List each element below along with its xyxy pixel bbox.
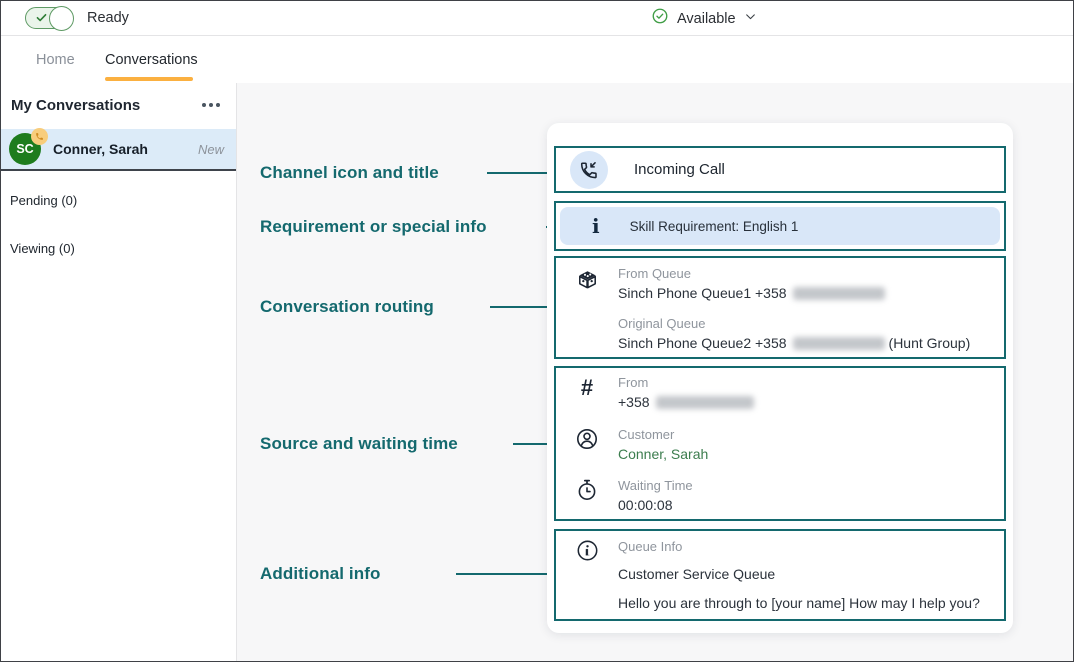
ready-toggle[interactable] <box>25 6 74 31</box>
sidebar-header: My Conversations <box>1 83 236 127</box>
skill-requirement-text: Skill Requirement: English 1 <box>629 218 799 234</box>
annotation-line <box>513 443 554 445</box>
sidebar-title: My Conversations <box>11 96 141 114</box>
original-queue-label: Original Queue <box>618 315 706 331</box>
from-queue-label: From Queue <box>618 266 691 281</box>
from-queue-value: Sinch Phone Queue1 +358 <box>618 285 1004 302</box>
conversation-list-item[interactable]: SC Conner, Sarah New <box>1 128 236 171</box>
tab-home[interactable]: Home <box>36 51 75 68</box>
source-box: # From +358 <box>554 366 1006 521</box>
requirement-highlight: i Skill Requirement: English 1 <box>560 207 1000 245</box>
chevron-down-icon <box>744 10 757 28</box>
customer-name-link[interactable]: Conner, Sarah <box>618 445 709 462</box>
ready-label: Ready <box>87 10 129 26</box>
incoming-call-icon <box>570 150 608 189</box>
avatar: SC <box>9 128 48 165</box>
stopwatch-icon <box>556 478 618 513</box>
tab-conversations[interactable]: Conversations <box>105 51 198 68</box>
additional-info-box: Queue Info Customer Service Queue Hello … <box>554 529 1006 621</box>
ellipsis-menu-icon[interactable] <box>198 99 224 111</box>
waiting-time-value: 00:00:08 <box>618 496 673 513</box>
top-bar: Ready Available <box>1 1 1073 36</box>
info-circle-icon <box>556 531 618 619</box>
annotation-line <box>487 172 554 174</box>
annotation-source-waiting-time: Source and waiting time <box>260 434 458 453</box>
redacted-number <box>792 286 885 300</box>
conversations-sidebar: My Conversations SC Conner, Sarah New Pe… <box>1 83 237 661</box>
hash-icon: # <box>580 375 594 400</box>
tab-bar: Home Conversations <box>1 36 1073 83</box>
content-area: My Conversations SC Conner, Sarah New Pe… <box>1 83 1073 661</box>
annotation-channel-icon-and-title: Channel icon and title <box>260 163 439 182</box>
sidebar-item-pending[interactable]: Pending (0) <box>10 193 78 208</box>
toggle-knob[interactable] <box>49 6 74 31</box>
queue-cube-icon <box>556 258 618 357</box>
main-panel: Channel icon and title Requirement or sp… <box>237 83 1073 661</box>
annotation-additional-info: Additional info <box>260 564 381 583</box>
queue-name: Customer Service Queue <box>618 566 776 582</box>
from-label: From <box>618 375 649 390</box>
customer-label: Customer <box>618 426 675 442</box>
annotation-line <box>490 306 554 308</box>
redacted-number <box>792 336 885 350</box>
available-check-icon <box>651 7 669 30</box>
conversation-name: Conner, Sarah <box>53 141 148 157</box>
redacted-number <box>655 395 754 409</box>
sidebar-item-viewing[interactable]: Viewing (0) <box>10 241 75 256</box>
queue-greeting: Hello you are through to [your name] How… <box>618 595 980 611</box>
active-tab-indicator <box>105 77 193 81</box>
info-icon: i <box>592 214 600 238</box>
availability-dropdown[interactable]: Available <box>651 1 757 36</box>
waiting-time-label: Waiting Time <box>618 477 693 493</box>
from-number: +358 <box>618 394 1004 411</box>
annotation-requirement-info: Requirement or special info <box>260 217 487 236</box>
channel-box: Incoming Call <box>554 146 1006 193</box>
phone-badge-icon <box>31 128 48 145</box>
annotation-conversation-routing: Conversation routing <box>260 297 434 316</box>
availability-label: Available <box>677 10 736 27</box>
check-icon <box>35 11 48 29</box>
customer-icon <box>556 427 618 462</box>
conversation-state-badge: New <box>197 141 224 157</box>
routing-box: From Queue Sinch Phone Queue1 +358 Origi… <box>554 256 1006 359</box>
original-queue-value: Sinch Phone Queue2 +358(Hunt Group) <box>618 334 971 351</box>
annotation-line <box>456 573 554 575</box>
channel-title: Incoming Call <box>634 161 725 178</box>
requirement-box: i Skill Requirement: English 1 <box>554 201 1006 251</box>
queue-info-label: Queue Info <box>618 539 683 554</box>
incoming-conversation-card: Incoming Call i Skill Requirement: Engli… <box>547 123 1013 633</box>
